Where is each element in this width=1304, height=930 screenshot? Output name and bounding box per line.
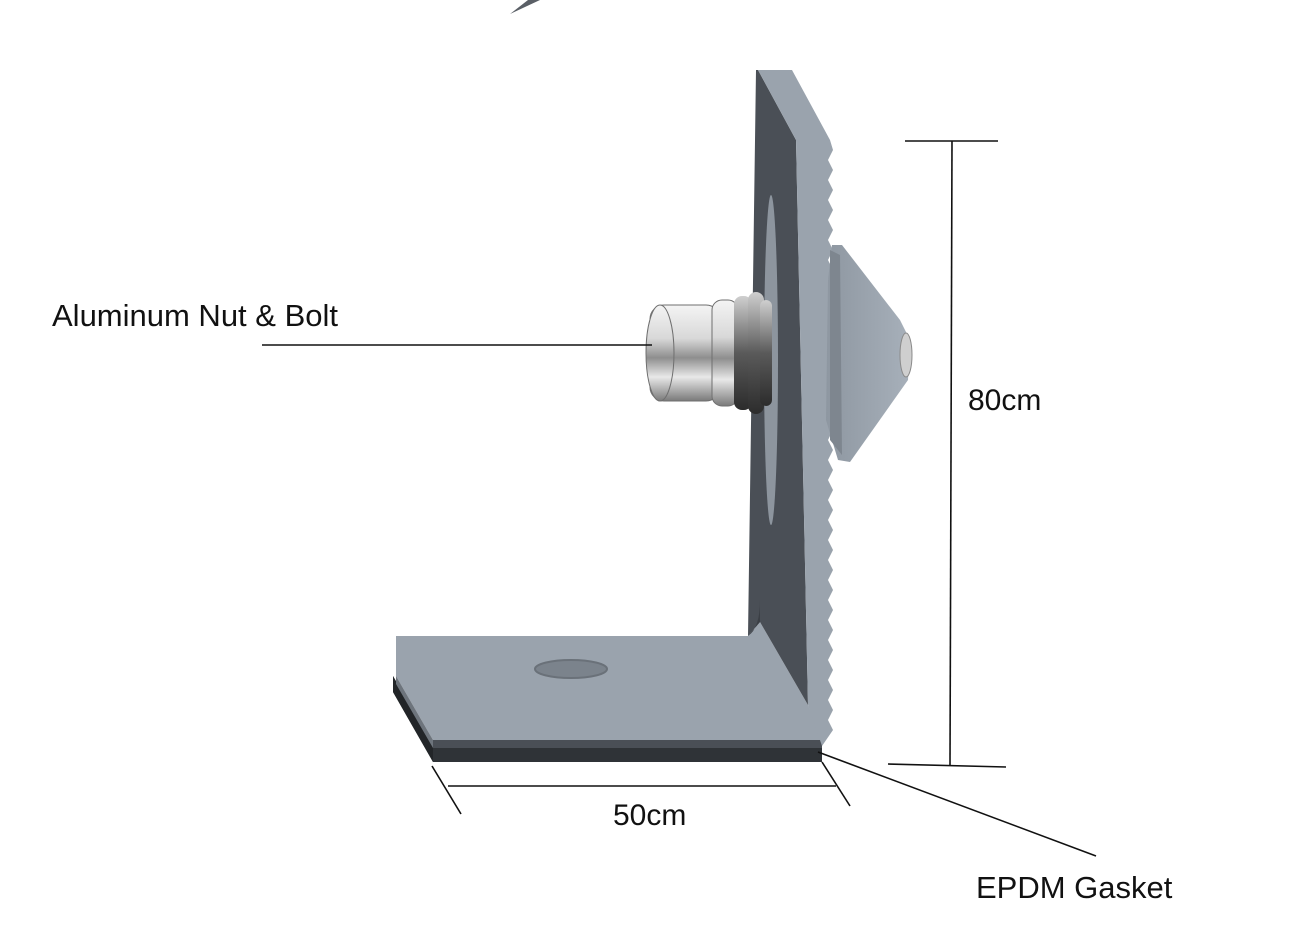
height-dimension: [887, 140, 1007, 768]
width-dimension: [431, 761, 851, 815]
width-label: 50cm: [613, 799, 686, 832]
base-hole: [534, 659, 608, 679]
clamp-bolt-head: [899, 332, 913, 378]
height-label: 80cm: [968, 384, 1041, 417]
epdm-gasket: [393, 676, 822, 762]
gasket-leader: [817, 751, 1097, 857]
bracket-vertical: [748, 70, 833, 746]
clamp-plate: [826, 245, 913, 462]
bracket-base: [396, 622, 822, 748]
nut-bolt-label: Aluminum Nut & Bolt: [52, 298, 338, 333]
gasket-label: EPDM Gasket: [976, 870, 1173, 905]
nut-bolt: [645, 292, 772, 414]
arrow-fragment-icon: [510, 0, 540, 14]
